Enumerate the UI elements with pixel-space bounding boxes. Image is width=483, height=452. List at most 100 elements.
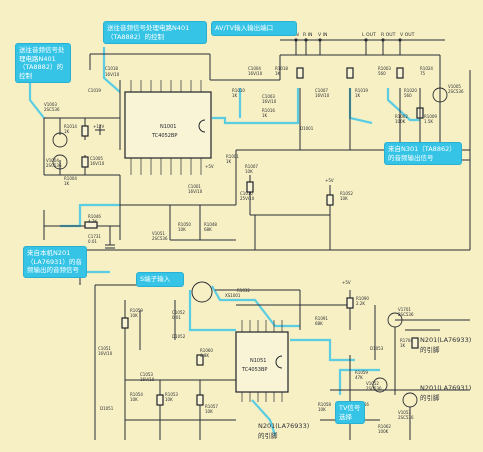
r1003-label: R1003 xyxy=(378,66,391,71)
c1005-value: 16V/10 xyxy=(90,161,105,166)
r1001-value: 1K xyxy=(226,159,232,164)
callout-top-left: 送往音频信号处理电路N401（TA8882）的控制 xyxy=(104,22,206,43)
c1004-value: 16V/10 xyxy=(248,71,263,76)
r1062-value: 100K xyxy=(378,429,389,434)
r1020-value: 560 xyxy=(404,93,412,98)
r1046-value: 4.7K xyxy=(88,219,97,224)
upper-ic-ref: N1001 xyxy=(160,124,176,130)
c1004-label: C1004 xyxy=(248,66,261,71)
c1052-value: 0.01 xyxy=(172,315,181,320)
d1051-label: D1051 xyxy=(100,406,114,411)
v-out-label: V OUT xyxy=(400,32,415,38)
r1010-label: R1010 xyxy=(232,88,245,93)
r1002-label: R1002 xyxy=(395,114,408,119)
c1010-value: 25V/10 xyxy=(240,196,255,201)
c1005-label: C1005 xyxy=(90,156,103,161)
n201-ref-b: N201(LA76931) 的引脚 xyxy=(420,384,471,402)
n201-ref-a-pin: 的引脚 xyxy=(420,346,440,354)
r1048-value: 68K xyxy=(204,227,212,232)
c1053-label: C1053 xyxy=(140,372,153,377)
v-in-label: V IN xyxy=(318,32,327,38)
c1001-label: C1001 xyxy=(188,184,201,189)
r1058-label: R1058 xyxy=(318,402,331,407)
n201-ref-c: N201(LA76933) 的引脚 xyxy=(258,422,309,440)
callout-left: 送往音频信号处理电路N401（TA8882）的控制 xyxy=(16,44,70,82)
r1060-label: R1060 xyxy=(200,348,213,353)
r1020-label: R1020 xyxy=(404,88,417,93)
v1004-label: V1004 xyxy=(46,158,59,163)
r1057-value: 10K xyxy=(205,409,213,414)
r1001-label: R1001 xyxy=(226,154,239,159)
v1052-type: 2SC536 xyxy=(366,386,382,391)
r1009-label: R1009 xyxy=(424,114,437,119)
plus12-label: +12V xyxy=(93,124,104,129)
r1058-value: 10K xyxy=(318,407,326,412)
v1051-type: 2SC536 xyxy=(152,236,168,241)
d1001-label: D1001 xyxy=(300,126,314,131)
r1091-label: R1091 xyxy=(315,316,328,321)
xs1001-label: XS1001 xyxy=(225,293,241,298)
c1007-value: 16V/10 xyxy=(315,93,330,98)
r1018-label: R1018 xyxy=(275,66,288,71)
lower-ic-drawing xyxy=(235,320,289,402)
r1048-label: R1048 xyxy=(204,222,217,227)
r1009-value: 1.5K xyxy=(424,119,433,124)
r1019-label: R1019 xyxy=(355,88,368,93)
v1004-type: 2SC536 xyxy=(46,163,62,168)
r1007-label: R1007 xyxy=(245,164,258,169)
c1018-label: C1018 xyxy=(105,66,118,71)
r1016-value: 1K xyxy=(262,113,268,118)
r1018-value: 1K xyxy=(275,71,281,76)
d1053-label: D1053 xyxy=(370,346,384,351)
component-labels: L IN R IN V IN L OUT R OUT V OUT C1018 1… xyxy=(44,32,464,434)
r1704-value: 1K xyxy=(400,343,406,348)
plus5-mid: +5V xyxy=(325,178,334,183)
r1010-value: 1K xyxy=(232,93,238,98)
c1731-label: C1731 xyxy=(88,234,101,239)
v1701-type: 2SC536 xyxy=(398,312,414,317)
v1005-type: 2SC536 xyxy=(448,89,464,94)
v1003-type: 2SC536 xyxy=(44,107,60,112)
r1054-value: 10K xyxy=(130,397,138,402)
upper-ic-drawing xyxy=(124,80,212,175)
r1059-label: R1059 xyxy=(130,308,143,313)
r1024-value: 75 xyxy=(420,71,426,76)
c1052-label: C1052 xyxy=(172,310,185,315)
n201-ref-b-chip: N201(LA76931) xyxy=(420,384,472,392)
n201-ref-c-chip: N201(LA76933) xyxy=(258,422,310,430)
c1053-value: 16V/10 xyxy=(140,377,155,382)
callout-av-ports: AV/TV输入输出端口 xyxy=(212,22,296,35)
c1051-value: 16V/10 xyxy=(98,351,113,356)
c1010-label: C1010 xyxy=(240,191,253,196)
r1057-label: R1057 xyxy=(205,404,218,409)
d1052-label: D1052 xyxy=(172,334,186,339)
callout-s-terminal: S端子输入 xyxy=(137,273,183,286)
l-in-label: L IN xyxy=(290,32,299,38)
v1701-label: V1701 xyxy=(398,307,411,312)
upper-ic-part: TC4052BP xyxy=(151,133,177,139)
r-in-label: R IN xyxy=(303,32,312,38)
r1050-label: R1050 xyxy=(178,222,191,227)
r1003-value: 560 xyxy=(378,71,386,76)
n201-ref-a: N201(LA76933) 的引脚 xyxy=(420,336,471,354)
r1059b-value: 47K xyxy=(355,375,363,380)
r1016-label: R1016 xyxy=(262,108,275,113)
lower-ic-part: TC4053BP xyxy=(241,367,267,373)
v1053-label: V1053 xyxy=(398,410,411,415)
r1053-label: R1053 xyxy=(165,392,178,397)
n201-ref-c-pin: 的引脚 xyxy=(258,432,278,440)
r1059-value: 10K xyxy=(130,313,138,318)
r-out-label: R OUT xyxy=(381,32,396,38)
n201-ref-b-pin: 的引脚 xyxy=(420,394,440,402)
v1003-label: V1003 xyxy=(44,102,57,107)
c1003-value: 16V/10 xyxy=(262,99,277,104)
c1007-label: C1007 xyxy=(315,88,328,93)
v1005-label: V1005 xyxy=(448,84,461,89)
r1050-value: 10K xyxy=(178,227,186,232)
plus5-upper: +5V xyxy=(205,164,214,169)
r1032-label: R1032 xyxy=(237,288,250,293)
r1046-label: R1046 xyxy=(88,214,101,219)
c1001-value: 16V/10 xyxy=(188,189,203,194)
